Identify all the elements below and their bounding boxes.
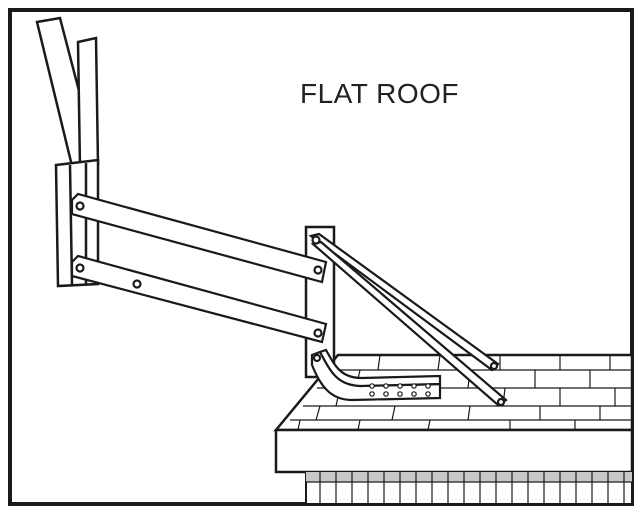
wall-siding	[305, 471, 633, 505]
lower-support-arm	[70, 254, 328, 344]
solar-panel-front	[76, 36, 100, 170]
panel-assembly	[35, 16, 100, 288]
upper-support-arm	[70, 192, 328, 284]
foot-bracket	[310, 348, 442, 402]
support-arms	[70, 192, 328, 344]
flat-roof-label: FLAT ROOF	[300, 78, 460, 109]
diagonal-braces	[308, 232, 508, 407]
